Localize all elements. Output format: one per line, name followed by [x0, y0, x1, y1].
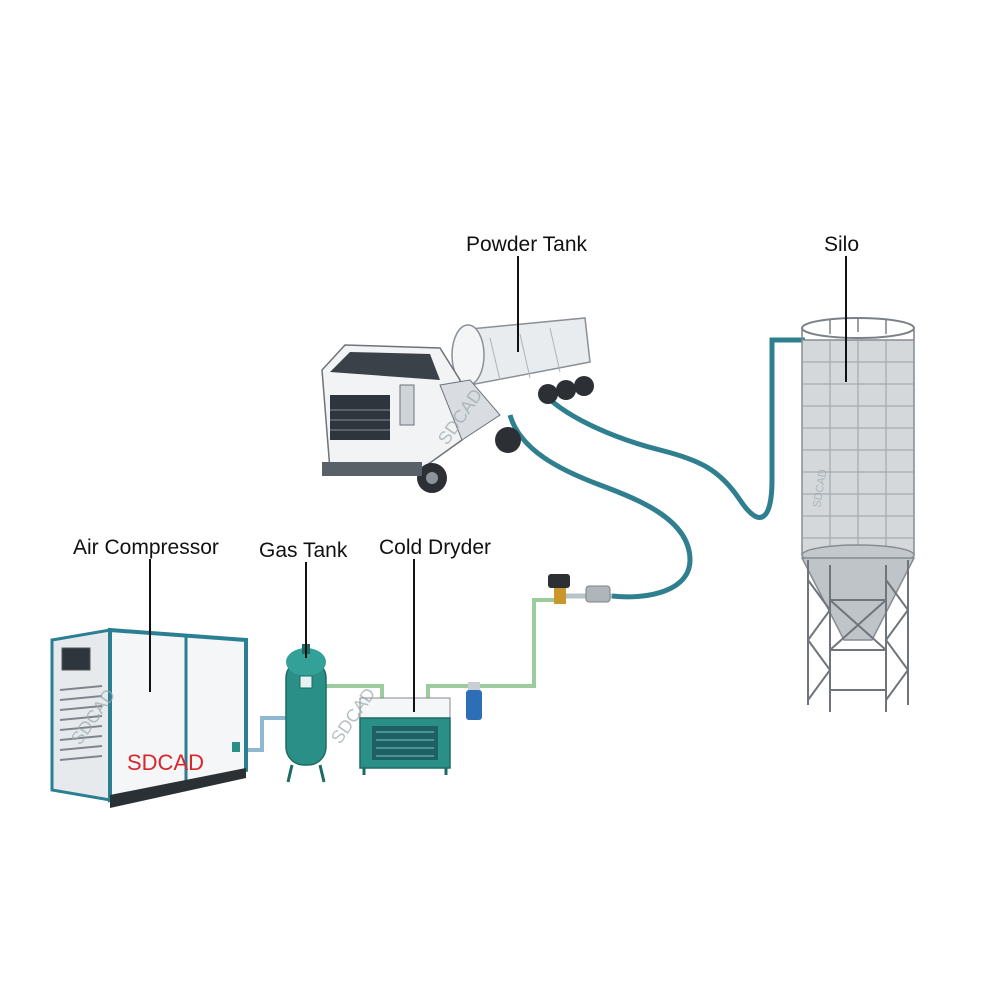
label-cold-dryer: Cold Dryder	[379, 536, 492, 559]
pipe-dryer-to-valve	[426, 598, 560, 700]
label-silo: Silo	[824, 233, 860, 256]
air-compressor	[50, 627, 248, 808]
pipe-compressor-to-gastank	[246, 716, 288, 752]
pneumatic-valve	[548, 574, 611, 604]
label-air-compressor: Air Compressor	[73, 536, 219, 559]
hose-valve-to-truck	[507, 414, 693, 600]
hose-truck-to-silo	[543, 337, 805, 520]
inline-filter	[466, 682, 482, 720]
gas-tank	[285, 644, 327, 783]
silo	[800, 317, 916, 712]
cold-dryer	[359, 697, 451, 775]
pipe-gastank-to-dryer	[323, 684, 384, 700]
powder-tank-truck	[321, 317, 594, 493]
compressor-brand-logo: SDCAD	[127, 750, 204, 775]
label-powder-tank: Powder Tank	[466, 233, 588, 256]
label-gas-tank: Gas Tank	[259, 539, 348, 562]
